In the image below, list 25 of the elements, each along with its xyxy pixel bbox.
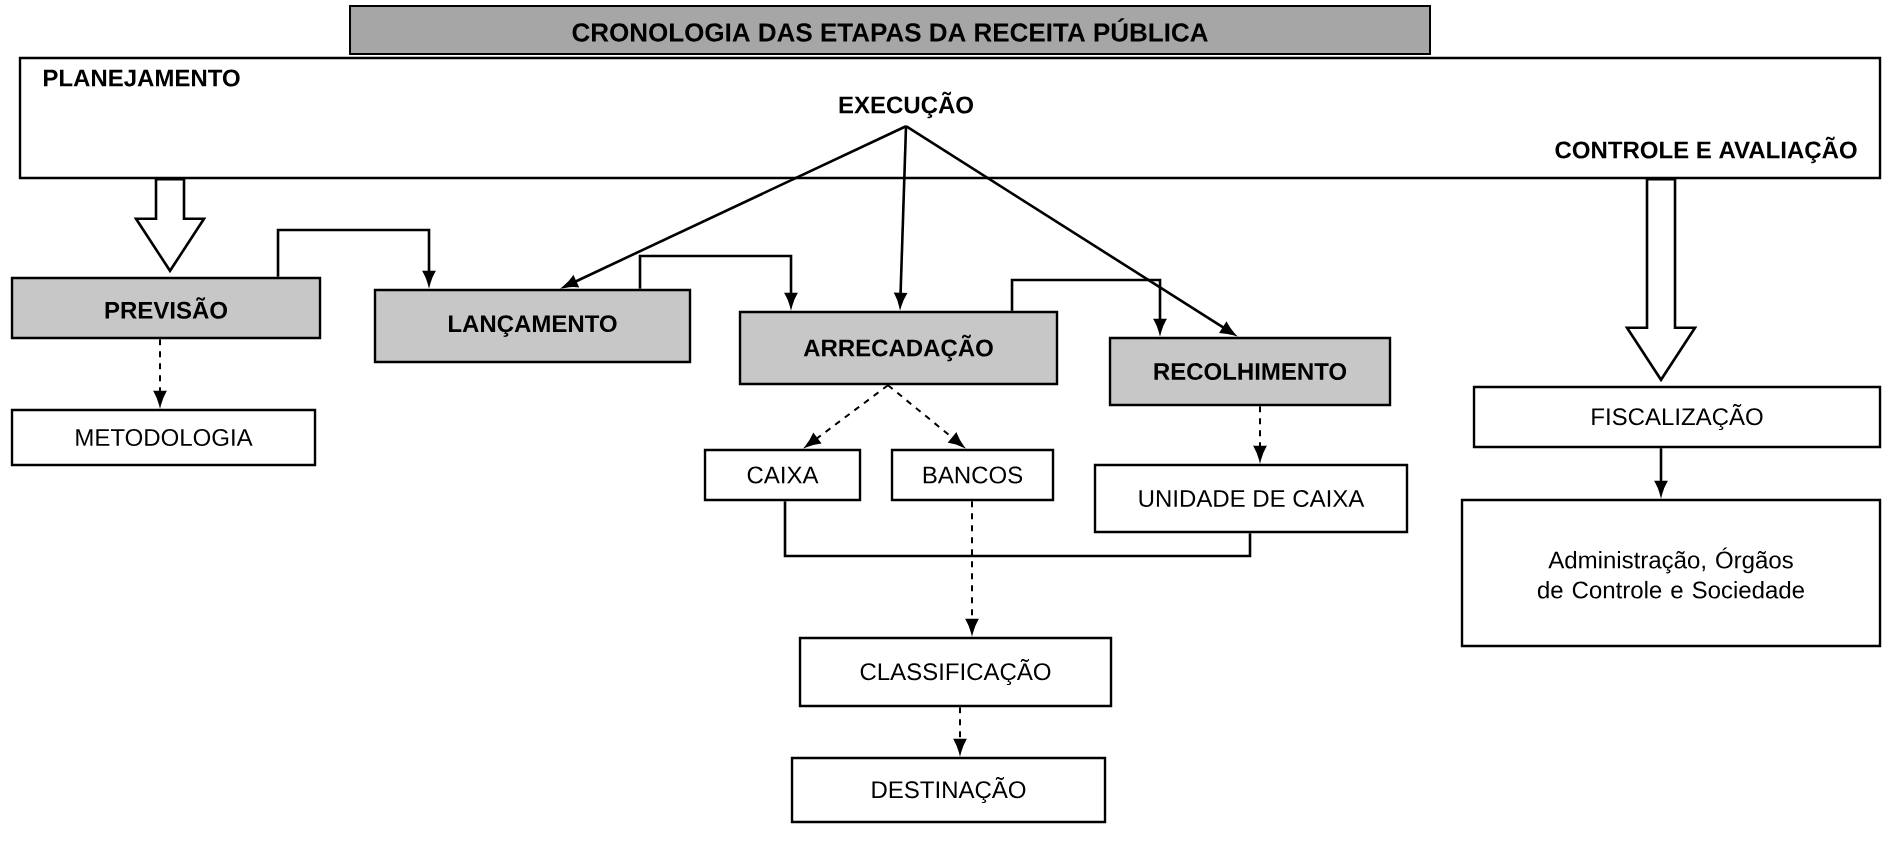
arrow xyxy=(1253,405,1267,461)
arrow xyxy=(953,706,967,754)
hollow-arrow xyxy=(1624,177,1698,383)
process-box: Administração, Órgãos de Controle e Sociedade xyxy=(1460,498,1882,648)
process-box: BANCOS xyxy=(890,448,1055,502)
phase-label: CONTROLE E AVALIAÇÃO xyxy=(1555,136,1857,164)
phase-label: PLANEJAMENTO xyxy=(44,69,240,87)
title-banner: CRONOLOGIA DAS ETAPAS DA RECEITA PÚBLICA xyxy=(349,5,1431,55)
process-box: FISCALIZAÇÃO xyxy=(1472,385,1882,449)
stage-box: ARRECADAÇÃO xyxy=(738,310,1059,386)
arrow xyxy=(805,384,889,448)
stage-box: RECOLHIMENTO xyxy=(1108,336,1392,407)
arrow xyxy=(153,338,167,406)
process-box: DESTINAÇÃO xyxy=(790,756,1107,824)
process-box: CAIXA xyxy=(703,448,862,502)
stage-box: PREVISÃO xyxy=(10,276,322,340)
process-box: CLASSIFICAÇÃO xyxy=(798,636,1113,708)
phase-label: EXECUÇÃO xyxy=(839,91,973,119)
bracket-line xyxy=(783,501,1252,558)
stage-box: LANÇAMENTO xyxy=(373,288,692,364)
hollow-arrow xyxy=(133,177,207,274)
process-box: UNIDADE DE CAIXA xyxy=(1093,463,1409,534)
process-box: METODOLOGIA xyxy=(10,408,317,467)
arrow xyxy=(965,500,979,634)
arrow xyxy=(887,384,964,448)
